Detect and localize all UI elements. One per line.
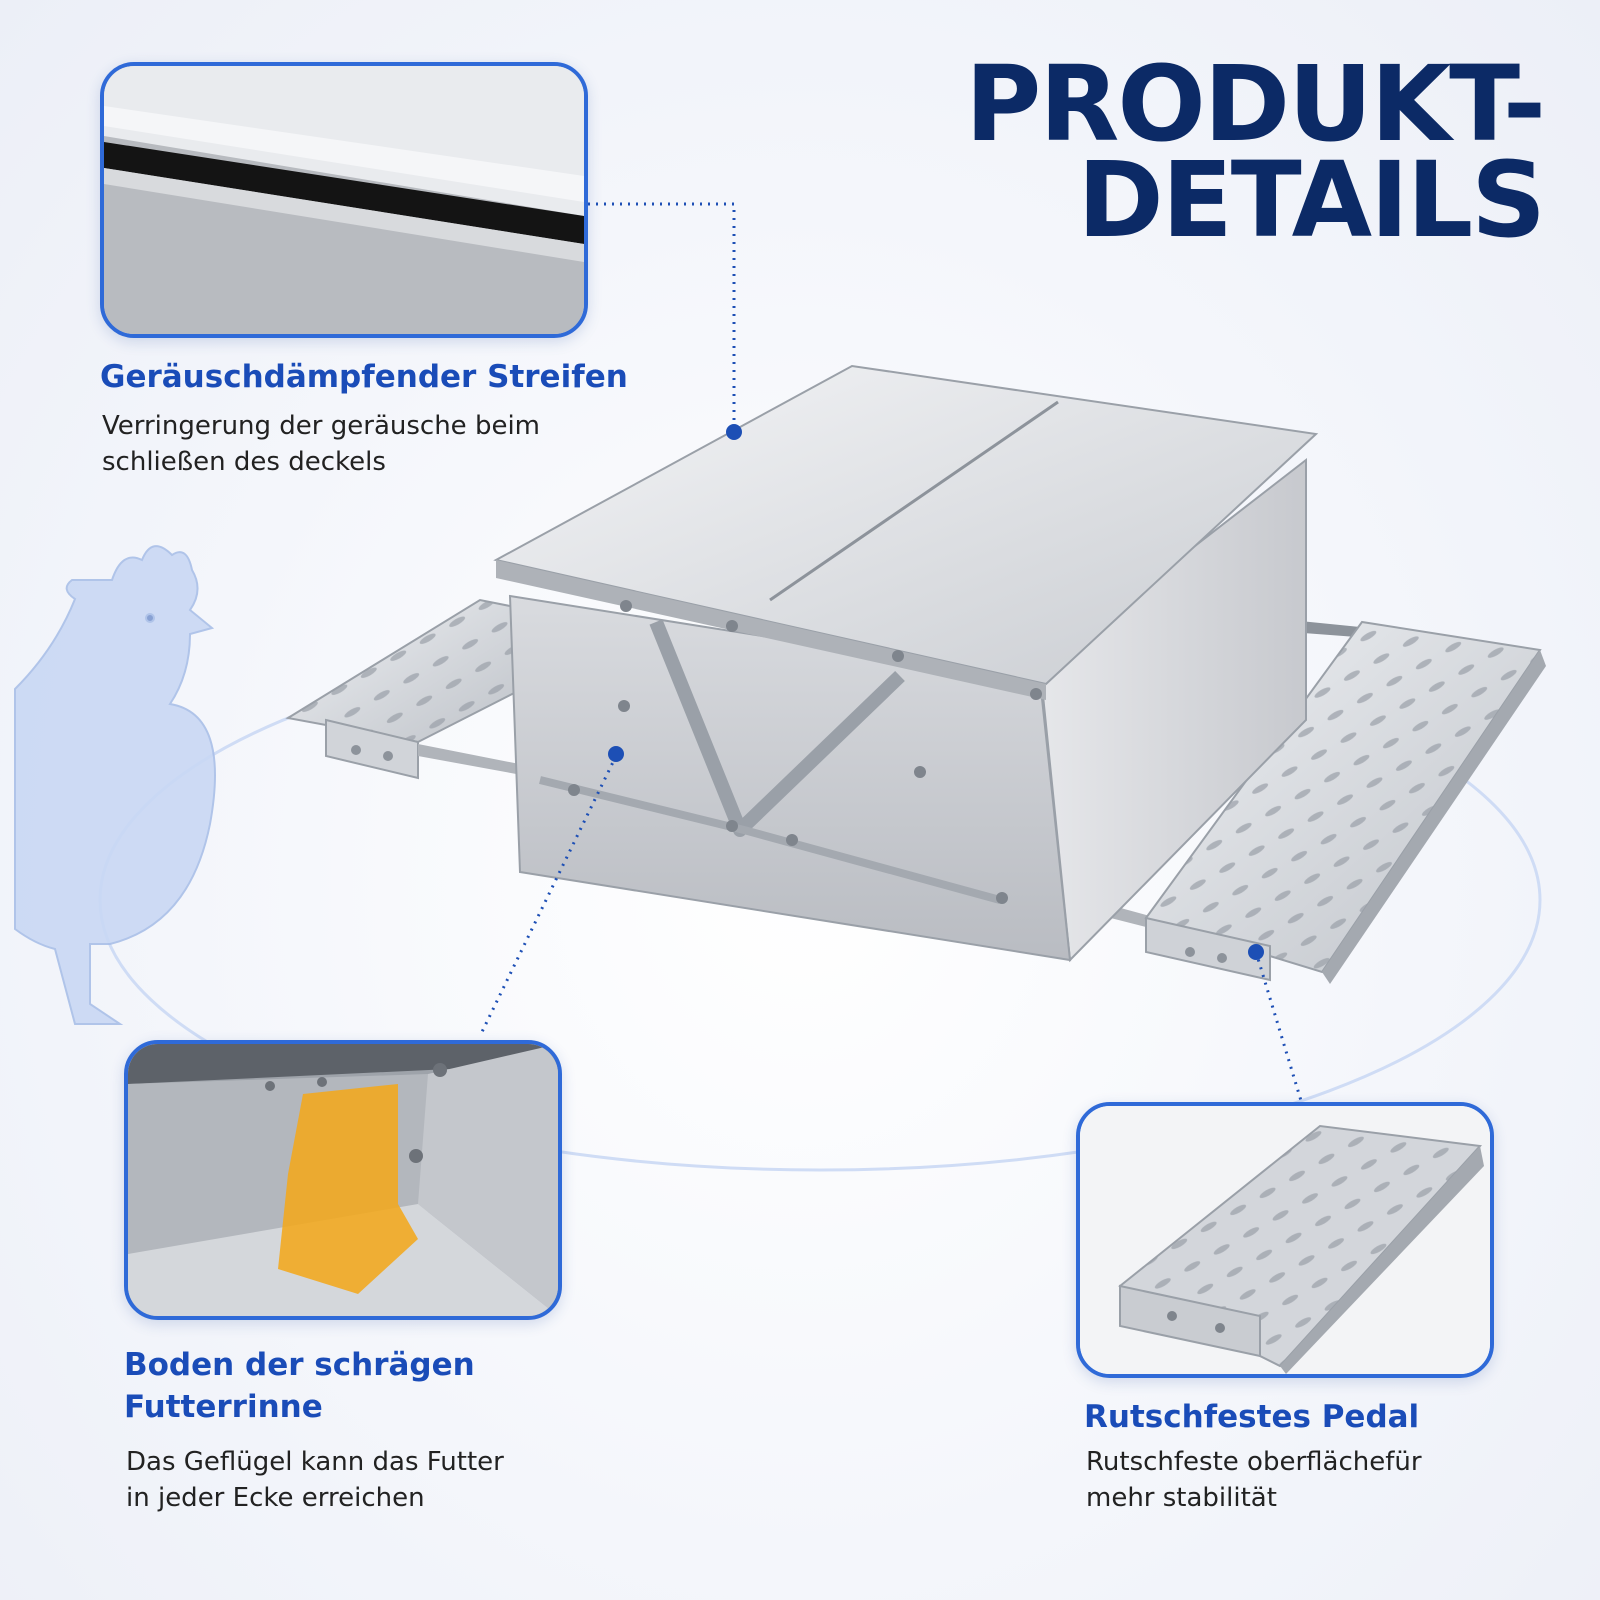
right-pedal-rear-arm: [1290, 620, 1370, 638]
callout-connectors: [478, 202, 1304, 1105]
pedal-heading: Rutschfestes Pedal: [1084, 1399, 1420, 1435]
chicken-silhouette-icon: [14, 545, 216, 1025]
floor-detail-card: [124, 1040, 562, 1320]
floor-heading: Boden der schrägen Futterrinne: [124, 1347, 475, 1425]
callout-dot-icon: [608, 746, 624, 762]
strip-description: Verringerung der geräusche beim schließe…: [102, 411, 540, 477]
pedal-detail-card: [1076, 1102, 1494, 1378]
pedal-description: Rutschfeste oberflächefür mehr stabilitä…: [1086, 1447, 1422, 1513]
floor-description: Das Geflügel kann das Futter in jeder Ec…: [126, 1447, 504, 1513]
callout-dot-icon: [726, 424, 742, 440]
title-line-2: DETAILS: [1077, 139, 1546, 261]
feeder-box: [493, 364, 1319, 963]
callout-dot-icon: [1248, 944, 1264, 960]
left-pedal: [285, 598, 560, 782]
strip-heading: Geräuschdämpfender Streifen: [100, 359, 628, 395]
title-line-1: PRODUKT-: [965, 43, 1546, 165]
right-pedal: [1144, 620, 1546, 984]
strip-detail-card: [100, 62, 588, 338]
page-title: PRODUKT- DETAILS: [824, 43, 1546, 261]
